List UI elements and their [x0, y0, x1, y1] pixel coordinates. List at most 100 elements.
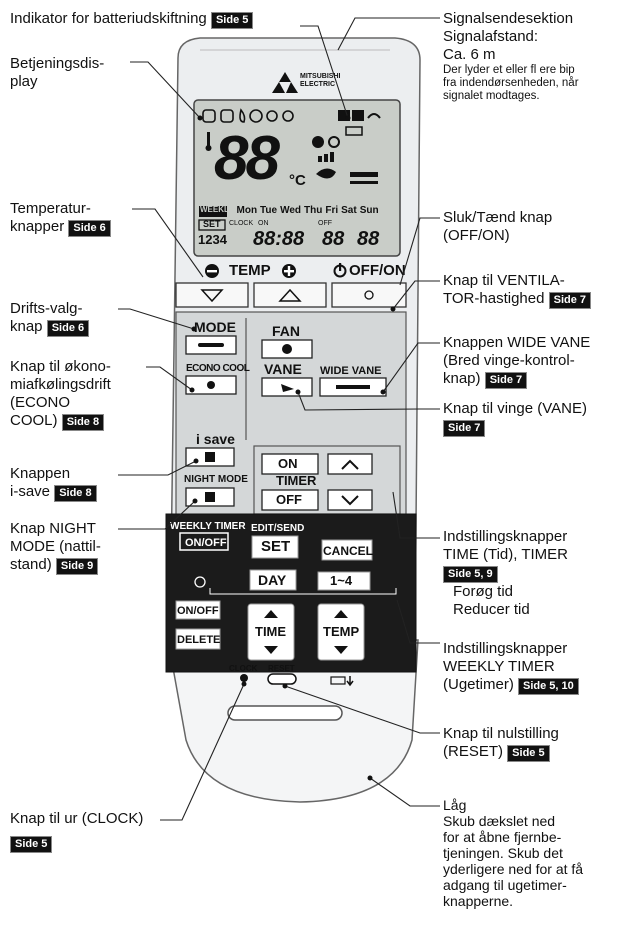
lcd-time3: 88: [357, 228, 380, 250]
label-line: Signalafstand:: [443, 28, 539, 45]
label-battery-text: Indikator for batteriudskiftning: [10, 10, 207, 27]
time-up-button[interactable]: [327, 453, 373, 475]
night-mode-label: NIGHT MODE: [184, 474, 248, 485]
timer-on-label: ON: [278, 456, 298, 471]
page-ref-badge: Side 6: [46, 320, 90, 337]
label-line: Betjeningsdis-: [10, 55, 105, 72]
label-line: tjeningen. Skub det: [443, 845, 563, 861]
lcd-temp-unit: °C: [289, 172, 306, 189]
weekly-timer-label: WEEKLY TIMER: [170, 521, 246, 532]
label-line: Låg: [443, 797, 467, 813]
label-reset: Knap til nulstilling (RESET) Side 5: [443, 725, 559, 762]
day-button[interactable]: [249, 569, 297, 591]
label-temp-buttons: Temperatur- knapper Side 6: [10, 200, 111, 237]
lcd-day: Wed: [280, 205, 302, 216]
label-line: Indstillingsknapper: [443, 640, 568, 657]
label-clock: Knap til ur (CLOCK) Side 5: [10, 810, 143, 853]
label-note: signalet modtages.: [443, 90, 540, 102]
label-line: TOR-hastighed: [443, 290, 545, 307]
lcd-day: Tue: [260, 205, 278, 216]
vane-label: VANE: [264, 361, 302, 377]
time-label: TIME: [255, 624, 287, 639]
weekly-onoff-button[interactable]: [179, 532, 229, 551]
temp-down-button[interactable]: [175, 282, 249, 308]
cancel-button[interactable]: [321, 539, 373, 561]
label-line: Signalsendesektion: [443, 10, 574, 27]
page-ref-badge: Side 8: [54, 485, 97, 502]
label-line: knap): [443, 370, 481, 387]
lcd-clock: CLOCK: [229, 220, 254, 227]
fan-label: FAN: [272, 323, 300, 339]
clock-label: CLOCK: [229, 664, 258, 673]
lcd-day: WEEKLY: [200, 205, 234, 214]
range-button[interactable]: [317, 571, 371, 591]
page-ref-badge: Side 5: [10, 836, 53, 853]
label-line: (Ugetimer): [443, 676, 514, 693]
label-vane: Knap til vinge (VANE) Side 7: [443, 400, 587, 437]
label-note: fra indendørsenheden, når: [443, 77, 579, 89]
label-line: Sluk/Tænd knap: [443, 209, 553, 226]
onoff-label: ON/OFF: [177, 605, 219, 617]
temp-up-button[interactable]: [253, 282, 327, 308]
set-label: SET: [261, 538, 291, 555]
edit-send-label: EDIT/SEND: [251, 523, 305, 534]
page-ref-badge: Side 9: [55, 558, 99, 575]
label-line: Knappen: [10, 465, 71, 482]
brand-name: MITSUBISHI ELECTRIC: [300, 73, 341, 88]
page-ref-badge: Side 5: [210, 12, 254, 29]
lcd-day: Sat: [341, 205, 357, 216]
lcd-prog: 1234: [198, 232, 227, 247]
label-line: (OFF/ON): [443, 227, 510, 244]
page-ref-badge: Side 5, 9: [443, 566, 498, 583]
label-line: i-save: [10, 483, 51, 500]
clock-button[interactable]: [240, 674, 248, 682]
label-night: Knap NIGHT MODE (nattil- stand) Side 9: [10, 520, 101, 575]
brand-logo: [272, 72, 298, 93]
time-button[interactable]: [247, 603, 295, 661]
lid-slot[interactable]: [227, 705, 343, 721]
weekly-onoff-label: ON/OFF: [185, 537, 227, 549]
label-line: Indstillingsknapper: [443, 528, 568, 545]
label-lid: Låg Skub dækslet ned for at åbne fjernbe…: [443, 797, 583, 909]
label-weekly: Indstillingsknapper WEEKLY TIMER (Ugetim…: [443, 640, 579, 695]
lcd-day: Fri: [325, 205, 339, 216]
offon-label: OFF/ON: [349, 262, 406, 279]
label-line: knapperne.: [443, 893, 514, 909]
off-on-button[interactable]: [331, 282, 407, 308]
page-ref-badge: Side 5, 10: [518, 678, 579, 695]
label-line: knap: [10, 318, 43, 335]
lcd-time2: 88: [322, 228, 345, 250]
timer-off-button[interactable]: [261, 489, 319, 511]
label-display: Betjeningsdis- play: [10, 55, 104, 91]
label-line: Knap NIGHT: [10, 520, 96, 537]
label-wide-vane: Knappen WIDE VANE (Bred vinge-kontrol- k…: [443, 334, 590, 389]
lcd-day: Sun: [359, 205, 379, 216]
econo-cool-label: ECONO COOL: [186, 363, 250, 374]
delete-button[interactable]: [175, 628, 221, 650]
mode-label: MODE: [194, 319, 236, 335]
lcd-days: WEEKLY Mon Tue Wed Thu Fri Sat Sun: [200, 205, 379, 216]
time-down-button[interactable]: [327, 489, 373, 511]
set-button[interactable]: [251, 535, 299, 559]
label-econo: Knap til økono- miafkølingsdrift (ECONO …: [10, 358, 111, 431]
page-ref-badge: Side 7: [548, 292, 592, 309]
label-line: Knap til økono-: [10, 358, 111, 375]
page-ref-badge: Side 7: [484, 372, 528, 389]
reset-button[interactable]: [267, 673, 297, 685]
label-line: Knap til ur (CLOCK): [10, 810, 144, 827]
label-line: yderligere ned for at få: [443, 861, 584, 877]
weekly-onoff2-button[interactable]: [175, 600, 221, 620]
label-line: stand): [10, 556, 52, 573]
page-ref-badge: Side 8: [61, 414, 105, 431]
weekly-temp-button[interactable]: [317, 603, 365, 661]
timer-off-label: OFF: [276, 492, 302, 507]
label-line: TIME (Tid), TIMER: [443, 546, 568, 563]
label-line: Temperatur-: [10, 200, 91, 217]
timer-on-button[interactable]: [261, 453, 319, 475]
isave-label: i save: [196, 431, 235, 447]
page-ref-badge: Side 6: [68, 220, 111, 237]
label-line: miafkølingsdrift: [10, 376, 111, 393]
label-line: Drifts-valg-: [10, 300, 83, 317]
label-line: adgang til ugetimer-: [443, 877, 567, 893]
